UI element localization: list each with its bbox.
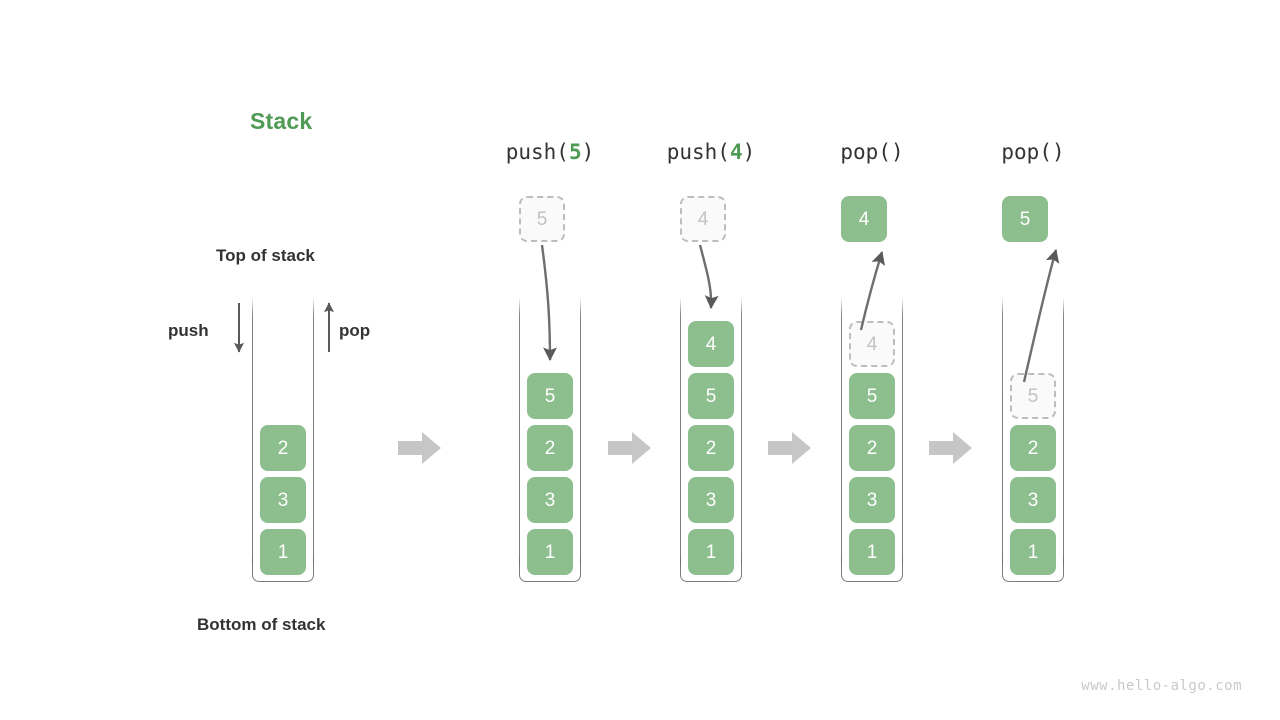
transition-arrow-icon bbox=[768, 432, 811, 464]
stack-block-ghost: 5 bbox=[1010, 373, 1056, 419]
operation-prefix: pop() bbox=[1001, 140, 1065, 164]
operation-header-push-5: push(5) bbox=[450, 140, 650, 164]
operation-prefix: pop() bbox=[840, 140, 904, 164]
operation-suffix: ) bbox=[581, 140, 595, 164]
stack-container bbox=[252, 297, 314, 582]
stack-block: 1 bbox=[849, 529, 895, 575]
stack-block: 1 bbox=[1010, 529, 1056, 575]
stack-column-initial: 2 3 1 bbox=[183, 0, 383, 720]
stack-column-push-5: push(5) 5 5 2 3 1 bbox=[450, 0, 650, 720]
stack-container bbox=[841, 297, 903, 582]
container-wall-left bbox=[1002, 297, 1003, 565]
container-wall-left bbox=[252, 297, 253, 565]
stack-column-pop-1: pop() 4 4 5 2 3 1 bbox=[772, 0, 972, 720]
stack-block: 4 bbox=[688, 321, 734, 367]
operation-prefix: push( bbox=[505, 140, 569, 164]
operation-header-pop-1: pop() bbox=[772, 140, 972, 164]
stack-block: 3 bbox=[527, 477, 573, 523]
container-floor bbox=[1002, 558, 1064, 582]
stack-container bbox=[519, 297, 581, 582]
stack-block: 3 bbox=[1010, 477, 1056, 523]
transition-arrow-icon bbox=[398, 432, 441, 464]
stack-block: 1 bbox=[527, 529, 573, 575]
operation-argument: 4 bbox=[729, 140, 743, 164]
container-wall-right bbox=[741, 297, 742, 565]
floating-block-ghost: 5 bbox=[519, 196, 565, 242]
operation-header-push-4: push(4) bbox=[611, 140, 811, 164]
stack-block: 2 bbox=[849, 425, 895, 471]
container-wall-left bbox=[841, 297, 842, 565]
container-floor bbox=[519, 558, 581, 582]
stack-container bbox=[680, 297, 742, 582]
container-wall-left bbox=[519, 297, 520, 565]
stack-column-pop-2: pop() 5 5 2 3 1 bbox=[933, 0, 1133, 720]
stack-block: 1 bbox=[260, 529, 306, 575]
stack-block: 1 bbox=[688, 529, 734, 575]
operation-prefix: push( bbox=[666, 140, 730, 164]
stack-block: 2 bbox=[260, 425, 306, 471]
container-wall-left bbox=[680, 297, 681, 565]
container-wall-right bbox=[313, 297, 314, 565]
stack-column-push-4: push(4) 4 4 5 2 3 1 bbox=[611, 0, 811, 720]
stack-container bbox=[1002, 297, 1064, 582]
stack-block: 5 bbox=[688, 373, 734, 419]
operation-header-pop-2: pop() bbox=[933, 140, 1133, 164]
label-push: push bbox=[168, 321, 209, 340]
stack-block: 2 bbox=[688, 425, 734, 471]
stack-block-ghost: 4 bbox=[849, 321, 895, 367]
operation-argument: 5 bbox=[568, 140, 582, 164]
container-floor bbox=[252, 558, 314, 582]
floating-block-popped: 4 bbox=[841, 196, 887, 242]
floating-block-ghost: 4 bbox=[680, 196, 726, 242]
container-floor bbox=[841, 558, 903, 582]
operation-suffix: ) bbox=[742, 140, 756, 164]
container-wall-right bbox=[580, 297, 581, 565]
container-wall-right bbox=[902, 297, 903, 565]
label-pop: pop bbox=[339, 321, 371, 340]
stack-block: 5 bbox=[527, 373, 573, 419]
stack-block: 2 bbox=[1010, 425, 1056, 471]
label-top-of-stack: Top of stack bbox=[216, 246, 315, 265]
stack-block: 2 bbox=[527, 425, 573, 471]
container-floor bbox=[680, 558, 742, 582]
stack-block: 3 bbox=[849, 477, 895, 523]
container-wall-right bbox=[1063, 297, 1064, 565]
stack-block: 3 bbox=[260, 477, 306, 523]
stack-block: 5 bbox=[849, 373, 895, 419]
label-bottom-of-stack: Bottom of stack bbox=[197, 615, 326, 634]
floating-block-popped: 5 bbox=[1002, 196, 1048, 242]
diagram-title: Stack bbox=[250, 108, 313, 134]
stack-block: 3 bbox=[688, 477, 734, 523]
watermark: www.hello-algo.com bbox=[1081, 678, 1242, 694]
transition-arrow-icon bbox=[608, 432, 651, 464]
transition-arrow-icon bbox=[929, 432, 972, 464]
